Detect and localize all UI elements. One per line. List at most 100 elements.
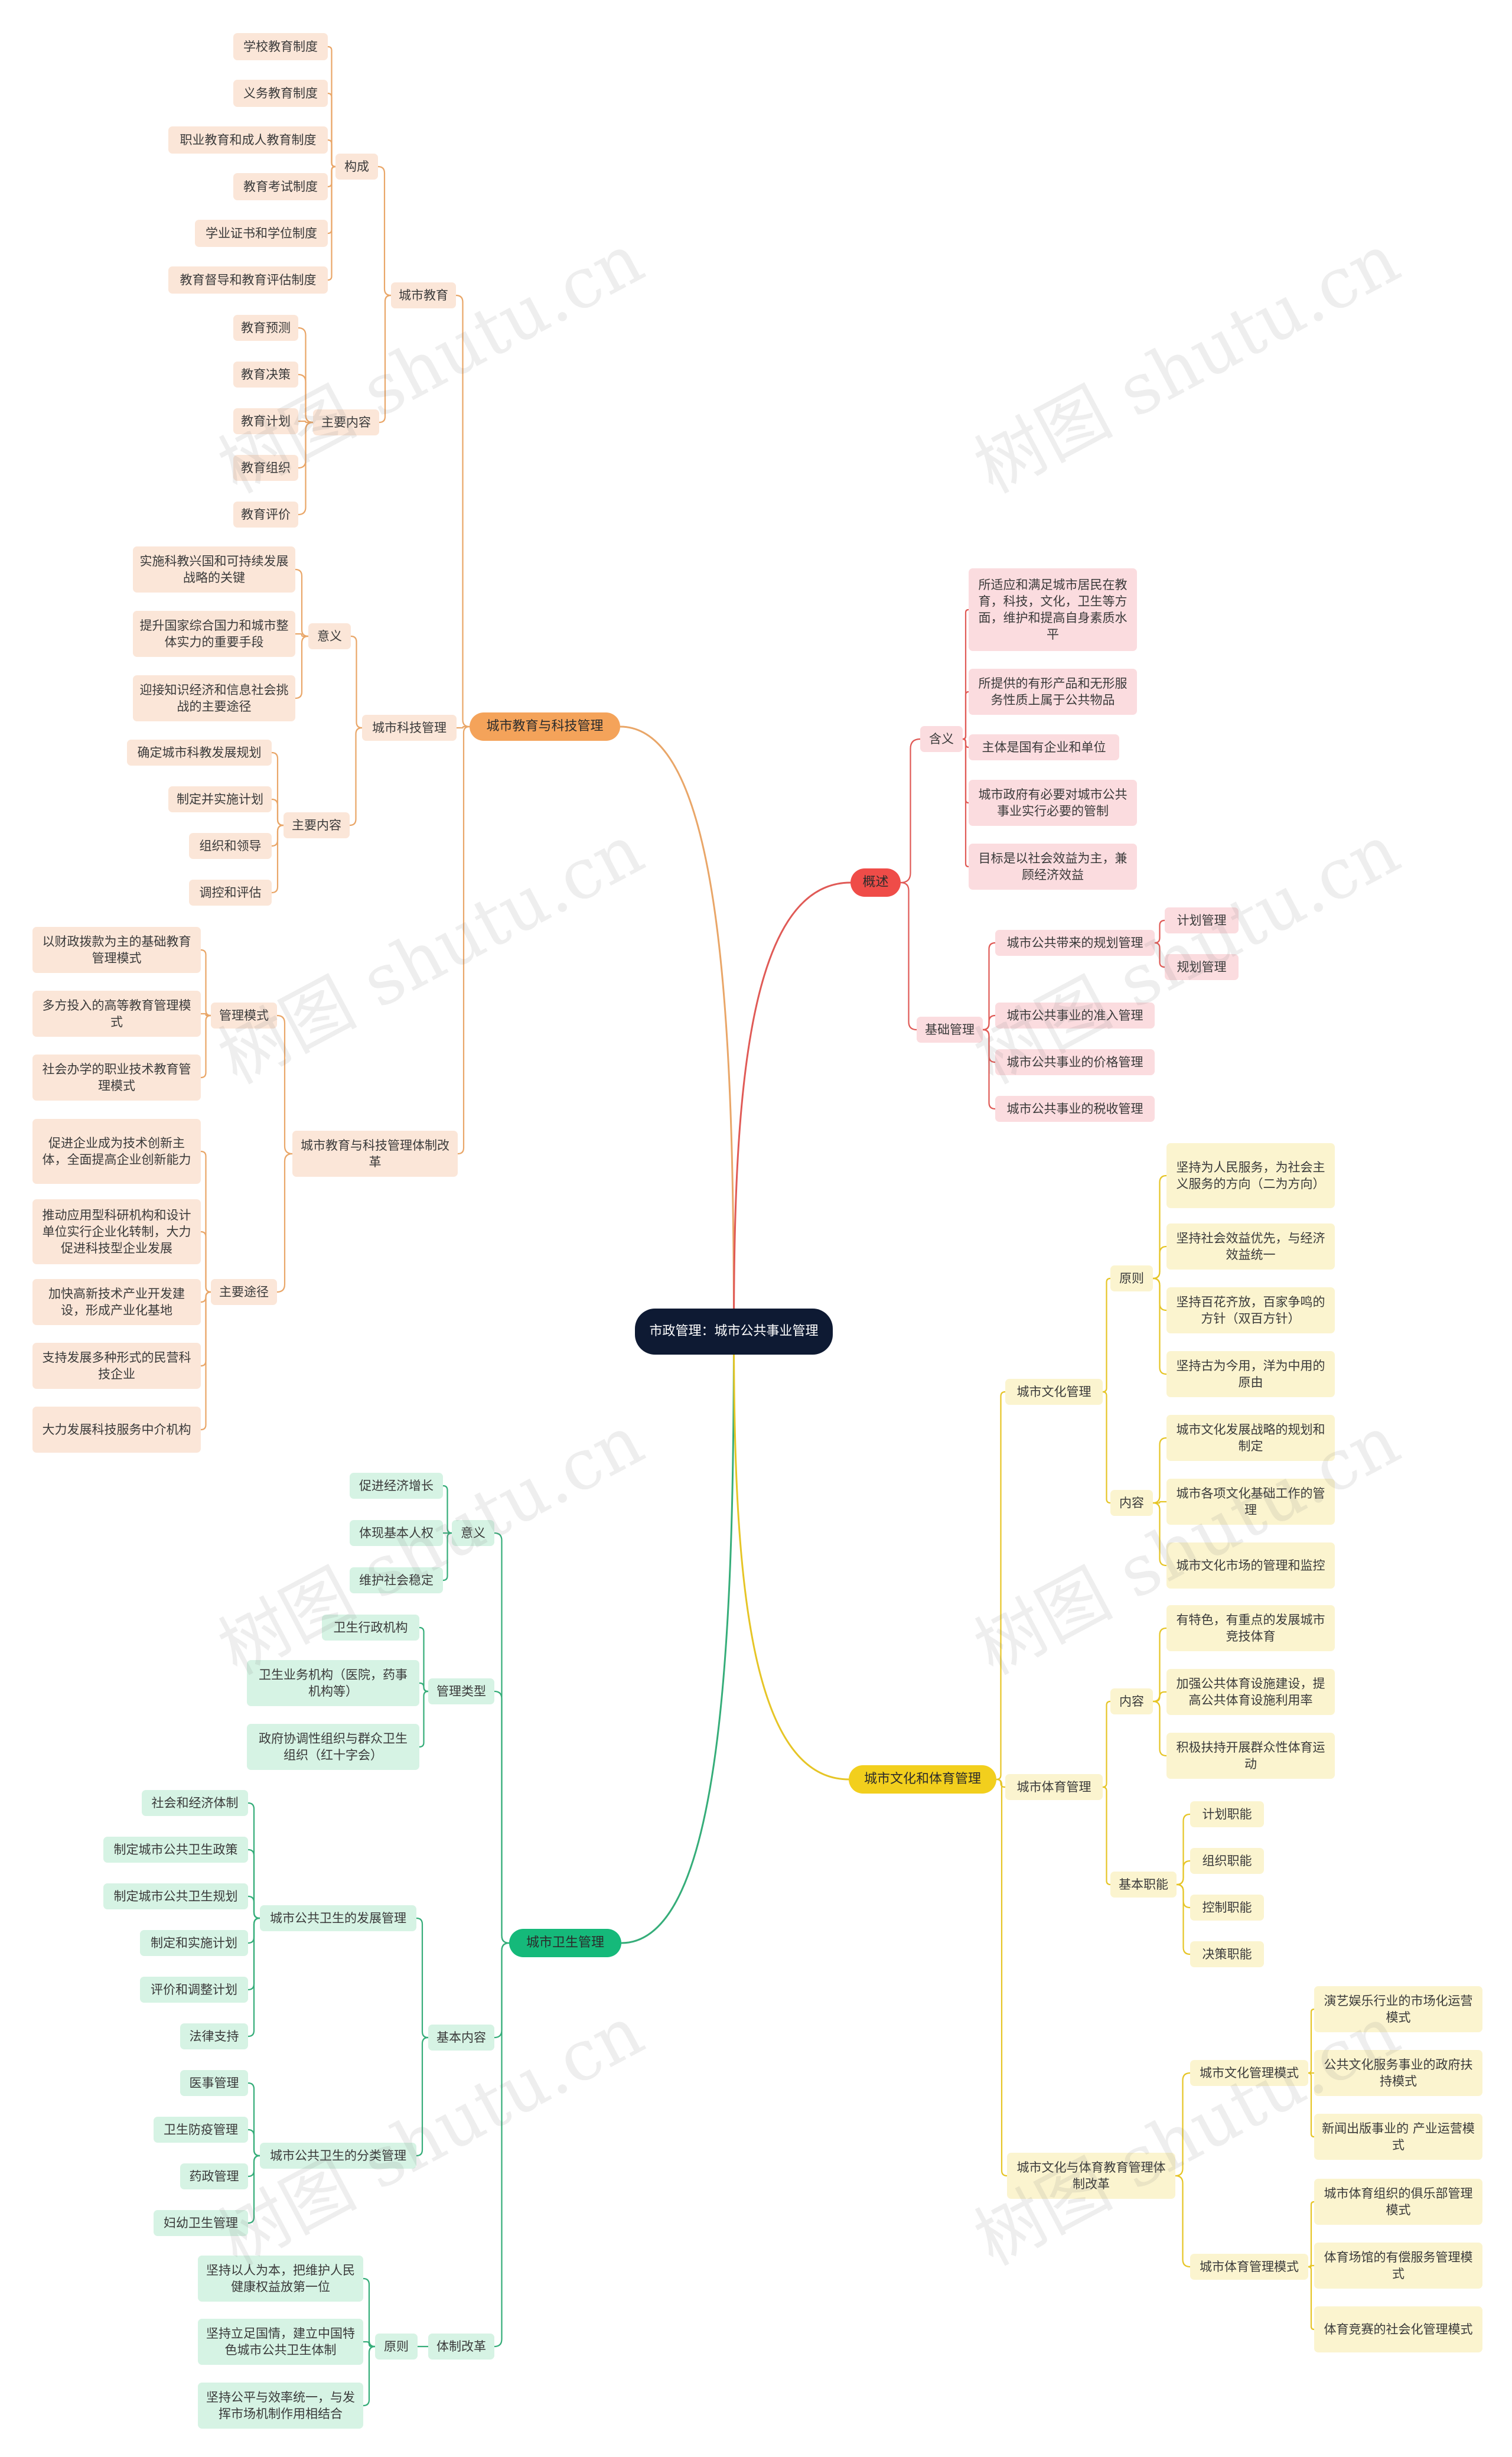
topic-node-e2b2[interactable]: 制定并实施计划 [168,786,272,812]
topic-node-h4a[interactable]: 原则 [375,2334,418,2360]
topic-node-o1b[interactable]: 所提供的有形产品和无形服务性质上属于公共物品 [969,669,1137,715]
topic-node-e1b[interactable]: 主要内容 [313,409,379,435]
topic-node-o2b[interactable]: 城市公共事业的准入管理 [995,1003,1155,1029]
topic-node-e3b3[interactable]: 加快高新技术产业开发建设，形成产业化基地 [32,1279,201,1325]
topic-node-c2a2[interactable]: 加强公共体育设施建设，提高公共体育设施利用率 [1166,1669,1335,1715]
topic-node-o2d[interactable]: 城市公共事业的税收管理 [995,1096,1155,1122]
topic-node-c3a3[interactable]: 新闻出版事业的 产业运营模式 [1314,2114,1482,2160]
topic-node-e3[interactable]: 城市教育与科技管理体制改革 [292,1131,458,1177]
topic-node-h4a3[interactable]: 坚持公平与效率统一，与发挥市场机制作用相结合 [198,2383,363,2429]
topic-node-e3a2[interactable]: 多方投入的高等教育管理模式 [32,991,201,1037]
topic-node-h1c[interactable]: 维护社会稳定 [350,1567,443,1593]
topic-node-h3b[interactable]: 城市公共卫生的分类管理 [260,2143,416,2169]
topic-node-h1a[interactable]: 促进经济增长 [350,1473,443,1499]
topic-node-e1b1[interactable]: 教育预测 [233,315,298,341]
topic-node-e1a4[interactable]: 教育考试制度 [233,173,328,200]
topic-node-e1[interactable]: 城市教育 [391,282,456,308]
topic-node-o1e[interactable]: 目标是以社会效益为主，兼顾经济效益 [969,844,1137,890]
topic-node-o1[interactable]: 含义 [920,726,963,752]
topic-node-o2a[interactable]: 城市公共带来的规划管理 [995,930,1155,956]
topic-node-h2a[interactable]: 卫生行政机构 [322,1615,419,1641]
topic-node-h4[interactable]: 体制改革 [428,2334,494,2360]
topic-node-c3a[interactable]: 城市文化管理模式 [1190,2060,1308,2086]
root-topic[interactable]: 市政管理：城市公共事业管理 [635,1309,833,1355]
topic-node-h3b4[interactable]: 妇幼卫生管理 [154,2210,248,2236]
topic-node-e1a6[interactable]: 教育督导和教育评估制度 [168,266,328,294]
topic-node-o2c[interactable]: 城市公共事业的价格管理 [995,1049,1155,1075]
branch-topic-health[interactable]: 城市卫生管理 [509,1929,621,1957]
topic-node-e2a[interactable]: 意义 [308,623,351,649]
topic-node-e3a[interactable]: 管理模式 [211,1003,277,1029]
topic-node-o1a[interactable]: 所适应和满足城市居民在教育，科技，文化，卫生等方面，维护和提高自身素质水平 [969,568,1137,651]
topic-node-e1b5[interactable]: 教育评价 [233,502,298,528]
topic-node-e3a3[interactable]: 社会办学的职业技术教育管理模式 [32,1055,201,1101]
topic-node-h4a1[interactable]: 坚持以人为本，把维护人民健康权益放第一位 [198,2256,363,2302]
topic-node-c1a3[interactable]: 坚持百花齐放，百家争鸣的方针（双百方针） [1166,1287,1335,1333]
topic-node-e1b2[interactable]: 教育决策 [233,362,298,388]
branch-topic-ov[interactable]: 概述 [850,868,901,897]
topic-node-c3b2[interactable]: 体育场馆的有偿服务管理模式 [1314,2243,1482,2289]
topic-node-c1[interactable]: 城市文化管理 [1005,1379,1103,1405]
topic-node-e3a1[interactable]: 以财政拨款为主的基础教育管理模式 [32,927,201,973]
topic-node-e2b1[interactable]: 确定城市科教发展规划 [127,740,272,766]
topic-node-o2a2[interactable]: 规划管理 [1165,954,1239,980]
topic-node-h3a6[interactable]: 法律支持 [180,2023,248,2049]
topic-node-c3b3[interactable]: 体育竞赛的社会化管理模式 [1314,2306,1482,2352]
topic-node-e3b2[interactable]: 推动应用型科研机构和设计单位实行企业化转制，大力促进科技型企业发展 [32,1199,201,1264]
topic-node-e1a5[interactable]: 学业证书和学位制度 [195,220,328,247]
topic-node-c1b3[interactable]: 城市文化市场的管理和监控 [1166,1542,1335,1589]
topic-node-e1a2[interactable]: 义务教育制度 [233,80,328,107]
topic-node-c2a3[interactable]: 积极扶持开展群众性体育运动 [1166,1733,1335,1779]
topic-node-c2b3[interactable]: 控制职能 [1190,1895,1264,1921]
topic-node-e3b5[interactable]: 大力发展科技服务中介机构 [32,1407,201,1453]
topic-node-h3[interactable]: 基本内容 [428,2025,494,2051]
topic-node-c2b[interactable]: 基本职能 [1110,1872,1177,1898]
topic-node-h3a3[interactable]: 制定城市公共卫生规划 [103,1883,248,1909]
topic-node-e1a3[interactable]: 职业教育和成人教育制度 [168,126,328,154]
topic-node-e2a3[interactable]: 迎接知识经济和信息社会挑战的主要途径 [133,675,295,721]
topic-node-c1a[interactable]: 原则 [1110,1265,1153,1291]
topic-node-e2a2[interactable]: 提升国家综合国力和城市整体实力的重要手段 [133,611,295,657]
topic-node-c1b2[interactable]: 城市各项文化基础工作的管理 [1166,1479,1335,1525]
topic-node-e3b1[interactable]: 促进企业成为技术创新主体，全面提高企业创新能力 [32,1119,201,1184]
topic-node-c2a1[interactable]: 有特色，有重点的发展城市竞技体育 [1166,1605,1335,1651]
topic-node-c3a2[interactable]: 公共文化服务事业的政府扶持模式 [1314,2050,1482,2096]
branch-topic-edu[interactable]: 城市教育与科技管理 [470,712,620,741]
topic-node-c1a1[interactable]: 坚持为人民服务，为社会主义服务的方向（二为方向） [1166,1143,1335,1208]
topic-node-e3b4[interactable]: 支持发展多种形式的民营科技企业 [32,1343,201,1389]
topic-node-e1a1[interactable]: 学校教育制度 [233,33,328,60]
topic-node-e2a1[interactable]: 实施科教兴国和可持续发展战略的关键 [133,546,295,593]
topic-node-c1b1[interactable]: 城市文化发展战略的规划和制定 [1166,1415,1335,1461]
topic-node-c2b1[interactable]: 计划职能 [1190,1801,1264,1827]
topic-node-c3a1[interactable]: 演艺娱乐行业的市场化运营模式 [1314,1986,1482,2032]
topic-node-e1b3[interactable]: 教育计划 [233,408,298,434]
topic-node-e1b4[interactable]: 教育组织 [233,455,298,481]
topic-node-h1b[interactable]: 体现基本人权 [350,1520,443,1546]
topic-node-c3b[interactable]: 城市体育管理模式 [1190,2254,1308,2280]
topic-node-c3[interactable]: 城市文化与体育教育管理体制改革 [1007,2153,1175,2199]
topic-node-c2[interactable]: 城市体育管理 [1005,1774,1103,1800]
topic-node-e1a[interactable]: 构成 [335,154,378,180]
topic-node-h3a2[interactable]: 制定城市公共卫生政策 [103,1837,248,1863]
topic-node-o2[interactable]: 基础管理 [917,1017,983,1043]
topic-node-c1b[interactable]: 内容 [1110,1490,1153,1516]
branch-topic-cu[interactable]: 城市文化和体育管理 [849,1765,996,1794]
topic-node-h1[interactable]: 意义 [452,1520,494,1546]
topic-node-c2b2[interactable]: 组织职能 [1190,1848,1264,1874]
topic-node-h2b[interactable]: 卫生业务机构（医院，药事机构等） [247,1660,419,1706]
topic-node-e2[interactable]: 城市科技管理 [362,715,457,741]
topic-node-c1a2[interactable]: 坚持社会效益优先，与经济效益统一 [1166,1223,1335,1270]
topic-node-e3b[interactable]: 主要途径 [211,1279,277,1305]
topic-node-h3a1[interactable]: 社会和经济体制 [142,1790,248,1816]
topic-node-h3a[interactable]: 城市公共卫生的发展管理 [260,1905,416,1931]
topic-node-h2[interactable]: 管理类型 [428,1678,494,1704]
topic-node-o1c[interactable]: 主体是国有企业和单位 [969,734,1119,760]
topic-node-c3b1[interactable]: 城市体育组织的俱乐部管理模式 [1314,2179,1482,2225]
topic-node-h3b3[interactable]: 药政管理 [180,2163,248,2189]
topic-node-o1d[interactable]: 城市政府有必要对城市公共事业实行必要的管制 [969,780,1137,826]
topic-node-c2b4[interactable]: 决策职能 [1190,1941,1264,1967]
topic-node-c2a[interactable]: 内容 [1110,1688,1153,1714]
topic-node-h3b2[interactable]: 卫生防疫管理 [154,2117,248,2143]
topic-node-e2b[interactable]: 主要内容 [284,812,350,838]
topic-node-h3a4[interactable]: 制定和实施计划 [140,1930,248,1956]
